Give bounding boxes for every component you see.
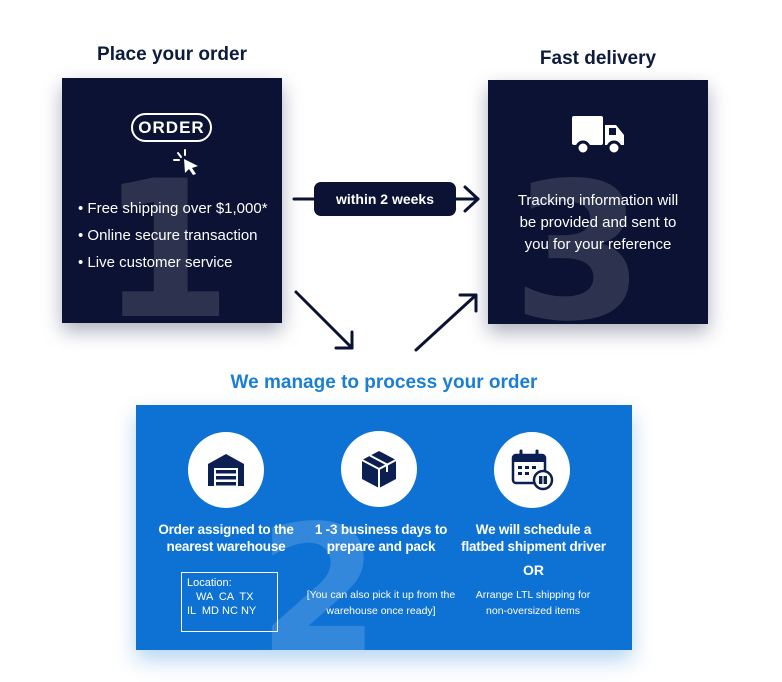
warehouse-icon-circle [188,432,264,508]
bullet-customer-service: Live customer service [78,249,268,276]
calendar-icon-circle [494,432,570,508]
arrow-up-right-head [458,293,478,313]
truck-icon [570,114,626,161]
calendar-icon [511,449,554,491]
col1-heading: Order assigned to the nearest warehouse [158,522,294,554]
package-icon-circle [341,431,417,507]
step2-number: 2 [258,489,380,650]
arrow-right-icon [463,185,480,213]
step2-panel: 2 Order assigned to the nearest warehous… [136,405,632,650]
col3-or: OR [523,562,544,578]
col2-heading: 1 -3 business days to prepare and pack [314,522,448,554]
cursor-click-icon [172,148,206,181]
lead-time-badge: within 2 weeks [314,182,456,216]
step3-description: Tracking information will be provided an… [517,192,679,253]
arrow-down-right-icon [294,290,354,350]
location-line-1: WA CA TX [196,591,254,603]
location-label: Location: [187,577,232,589]
step2-title: We manage to process your order [230,372,538,393]
location-line-2: IL MD NC NY [187,605,257,617]
bullet-free-shipping: Free shipping over $1,000* [78,195,267,222]
step3-title: Fast delivery [539,48,657,69]
bullet-secure-transaction: Online secure transaction [78,222,268,249]
col2-note: [You can also pick it up from the wareho… [306,589,456,617]
step1-bullets: Free shipping over $1,000* Online secure… [78,195,268,276]
step3-card: 3 Tracking information will be provided … [488,80,708,324]
step3-number: 3 [512,142,645,325]
package-icon [361,451,397,488]
step1-card: 1 ORDER Free shipping over $1,000* Onlin… [62,78,282,323]
arrow-up-right-icon [414,293,478,352]
order-badge: ORDER [131,113,212,142]
warehouse-icon [208,454,244,486]
col3-heading: We will schedule a flatbed shipment driv… [461,522,606,554]
location-box: Location: WA CA TX IL MD NC NY [181,572,278,632]
arrow-down-right-head [334,330,354,350]
col3-note: Arrange LTL shipping for non-oversized i… [475,589,591,617]
step1-title: Place your order [97,44,247,65]
